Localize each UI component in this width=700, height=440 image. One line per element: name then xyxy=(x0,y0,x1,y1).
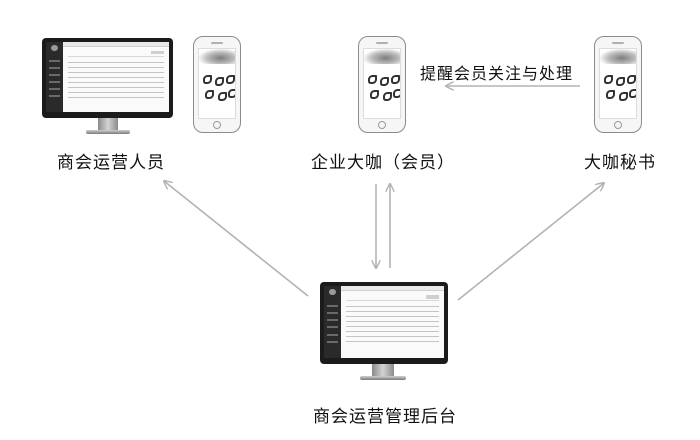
node-label-ops-staff: 商会运营人员 xyxy=(57,153,165,173)
node-label-admin-backend: 商会运营管理后台 xyxy=(313,407,457,427)
admin-sidebar xyxy=(324,286,341,358)
admin-sidebar xyxy=(46,42,64,112)
node-label-secretary: 大咖秘书 xyxy=(584,153,656,173)
admin-table xyxy=(345,306,440,344)
ops-staff-monitor xyxy=(42,38,173,136)
secretary-phone xyxy=(594,36,642,133)
node-label-member: 企业大咖（会员） xyxy=(311,153,455,173)
monitor-screen xyxy=(46,42,169,112)
arrow-admin-to-secretary xyxy=(457,183,604,301)
ops-staff-phone xyxy=(193,36,241,133)
admin-table xyxy=(68,61,165,98)
arrow-admin-to-ops-staff xyxy=(164,181,309,297)
edge-label-remind-member: 提醒会员关注与处理 xyxy=(420,64,574,83)
admin-backend-monitor xyxy=(320,282,448,382)
member-phone xyxy=(358,36,406,133)
monitor-screen xyxy=(324,286,444,358)
